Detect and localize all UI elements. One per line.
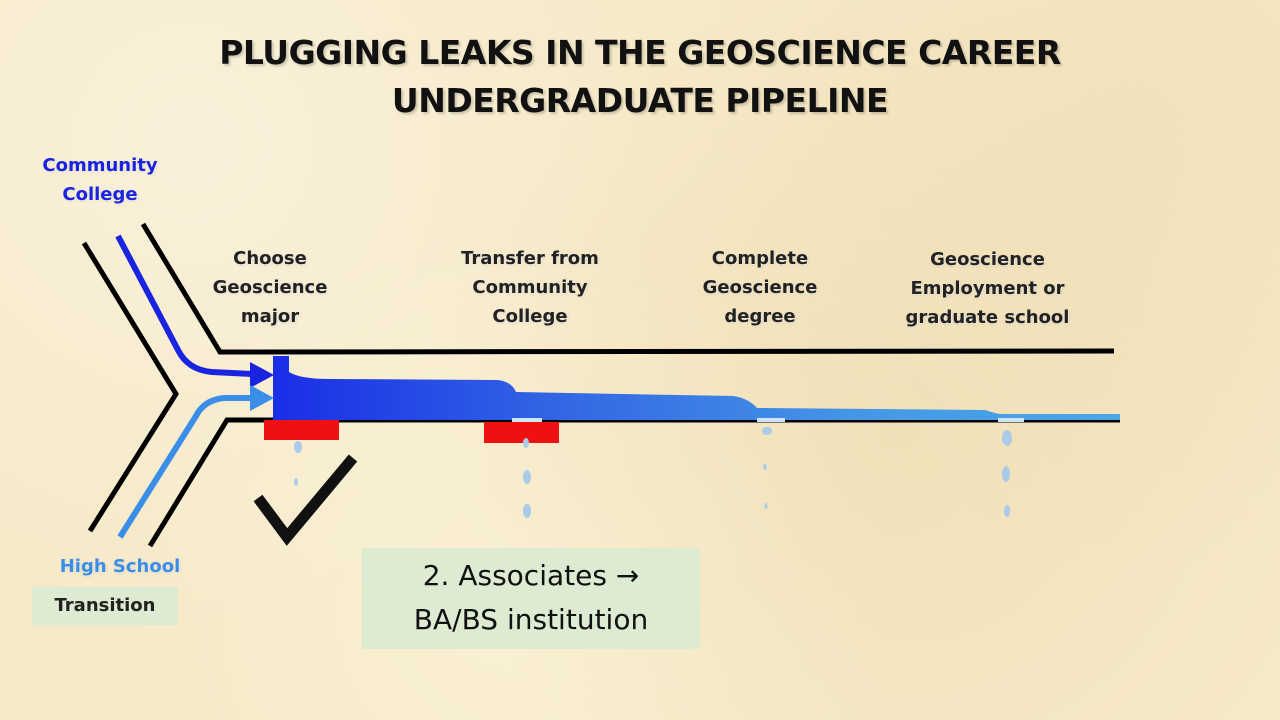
transition-label: Transition: [32, 587, 178, 625]
plug-transfer: [484, 422, 559, 443]
drip: [523, 438, 529, 448]
callout-line-1: 2. Associates →: [422, 559, 640, 592]
drip: [763, 464, 767, 470]
page-title-line-1: PLUGGING LEAKS IN THE GEOSCIENCE CAREER: [219, 33, 1061, 72]
high-school-label: High School: [59, 556, 181, 577]
high-school-arrowhead: [250, 385, 274, 411]
leak-outlets: [512, 418, 1024, 422]
checkmark-icon: [253, 454, 358, 546]
pipeline-flow: [273, 356, 1120, 420]
drip: [1002, 430, 1012, 446]
leak-drips: [294, 427, 1012, 518]
high-school-stream: [117, 395, 252, 539]
callout-box: 2. Associates → BA/BS institution: [362, 548, 700, 649]
drip: [764, 503, 768, 509]
stage-label-employment: Geoscience Employment or graduate school: [905, 249, 1070, 328]
stage-label-choose-major: Choose Geoscience major: [212, 248, 328, 327]
drip: [523, 504, 531, 518]
stage-label-complete-degree: Complete Geoscience degree: [702, 248, 818, 327]
drip: [294, 441, 302, 453]
community-college-label: Community College: [42, 155, 158, 205]
pipe-wall-upper: [140, 222, 1115, 355]
drip: [1002, 466, 1010, 482]
drip: [762, 427, 772, 435]
pipe-wall-left: [81, 241, 179, 533]
plug-choose-major: [264, 420, 339, 440]
community-college-stream: [115, 234, 253, 377]
stage-label-transfer: Transfer from Community College: [461, 248, 599, 327]
drip: [294, 478, 298, 486]
drip: [1004, 505, 1010, 517]
page-title-line-2: UNDERGRADUATE PIPELINE: [391, 81, 889, 120]
callout-line-2: BA/BS institution: [413, 603, 649, 636]
community-college-arrowhead: [250, 362, 274, 388]
drip: [523, 470, 531, 484]
